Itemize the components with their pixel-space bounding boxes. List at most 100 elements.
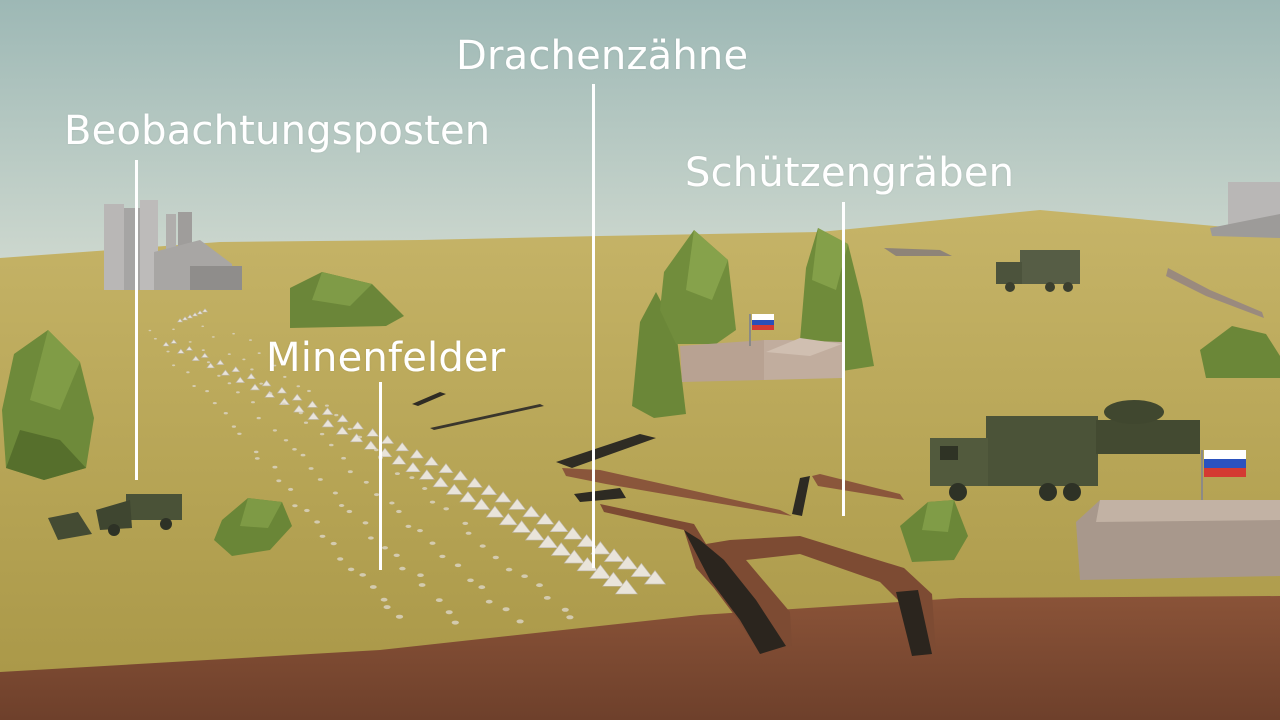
dragon-tooth [550, 542, 572, 556]
mine-marker [334, 413, 339, 417]
mine-marker [363, 480, 369, 484]
dragon-tooth [293, 404, 305, 413]
mine-marker [451, 620, 459, 625]
ground [0, 210, 1280, 720]
mine-marker [236, 391, 240, 394]
mine-marker [445, 610, 453, 615]
mine-marker [396, 509, 402, 514]
mine-marker [283, 439, 289, 442]
dragon-tooth [351, 421, 364, 430]
mine-marker [300, 453, 306, 457]
mine-marker [242, 358, 246, 361]
dragon-tooth [185, 345, 193, 351]
dragon-tooth [276, 386, 287, 394]
mine-marker [296, 385, 301, 388]
dragon-tooth [278, 397, 290, 405]
mine-marker [272, 429, 277, 432]
dragon-tooth [321, 407, 334, 415]
dragon-tooth [321, 419, 335, 428]
mine-marker [188, 341, 192, 343]
dragon-teeth [162, 308, 667, 595]
mine-marker [536, 583, 543, 588]
mine-marker [347, 427, 352, 431]
camp-building [680, 314, 842, 382]
dragon-tooth [535, 512, 555, 525]
bush-far-left [290, 272, 404, 328]
mine-marker [393, 553, 400, 557]
soil-cross-section [0, 596, 1280, 720]
mine-marker [292, 504, 298, 508]
mine-marker [516, 619, 524, 624]
mine-marker [405, 524, 412, 529]
small-vehicle [48, 494, 182, 540]
mine-marker [338, 504, 345, 507]
mine-marker [485, 599, 493, 604]
dragon-tooth [380, 435, 395, 444]
mine-marker [399, 566, 406, 571]
mine-marker [359, 573, 367, 577]
dragon-tooth [201, 308, 209, 313]
dragon-tooth [363, 440, 378, 450]
mine-marker [268, 392, 273, 395]
mine-marker [329, 443, 334, 447]
label-minenfelder: Minenfelder [266, 335, 506, 381]
dragon-tooth [522, 505, 541, 518]
mine-marker [304, 508, 310, 513]
mine-marker [521, 574, 528, 578]
mine-marker [319, 534, 326, 538]
dragon-tooth [191, 355, 200, 361]
mine-marker [307, 389, 311, 393]
mine-marker [347, 470, 353, 474]
mine-marker [250, 368, 254, 371]
mine-marker [283, 375, 287, 378]
mine-marker [212, 402, 217, 405]
military-truck [930, 400, 1200, 501]
mine-marker [281, 402, 286, 405]
dragon-tooth [235, 376, 246, 383]
dragon-tooth [395, 442, 410, 452]
dragon-tooth [405, 462, 421, 473]
mine-marker [502, 607, 510, 612]
dragon-tooth [246, 373, 256, 380]
mine-marker [418, 583, 426, 587]
bush-small [214, 498, 292, 556]
large-building [1076, 450, 1280, 580]
leader-line-schuetzengraeben [842, 202, 845, 516]
mine-marker [374, 493, 380, 497]
dragon-tooth [291, 393, 303, 401]
dragon-tooth [602, 571, 625, 587]
mine-marker [380, 597, 388, 602]
mine-marker [153, 337, 157, 340]
mine-marker [148, 329, 152, 332]
mine-marker [231, 425, 236, 428]
dragon-tooth [366, 428, 380, 437]
dragon-tooth [196, 310, 204, 315]
dragon-tooth [563, 526, 583, 540]
dragon-tooth [589, 564, 612, 579]
mine-marker [217, 374, 221, 377]
tree-right [800, 228, 874, 372]
mine-marker [256, 416, 261, 420]
bush-trench [900, 500, 968, 562]
dragon-tooth [643, 570, 667, 585]
mine-marker [337, 557, 344, 561]
mine-marker [324, 404, 329, 407]
dragon-tooth [576, 534, 597, 547]
mine-marker [347, 567, 355, 572]
dragon-tooth [418, 469, 435, 480]
dragon-tooth [508, 498, 526, 510]
mine-marker [383, 605, 391, 610]
dragon-tooth [614, 579, 639, 595]
dragon-tooth [452, 470, 469, 481]
dragon-tooth [424, 456, 439, 466]
mine-marker [227, 382, 232, 385]
tree-center [660, 230, 736, 344]
leader-line-drachenzaehne [592, 84, 595, 568]
far-trench [1166, 268, 1264, 318]
dragon-tooth [176, 318, 184, 323]
dragon-tooth [306, 400, 318, 408]
dragon-tooth [537, 534, 559, 549]
mine-marker [417, 573, 424, 577]
mine-marker [237, 432, 242, 435]
dragon-tooth [466, 477, 483, 488]
